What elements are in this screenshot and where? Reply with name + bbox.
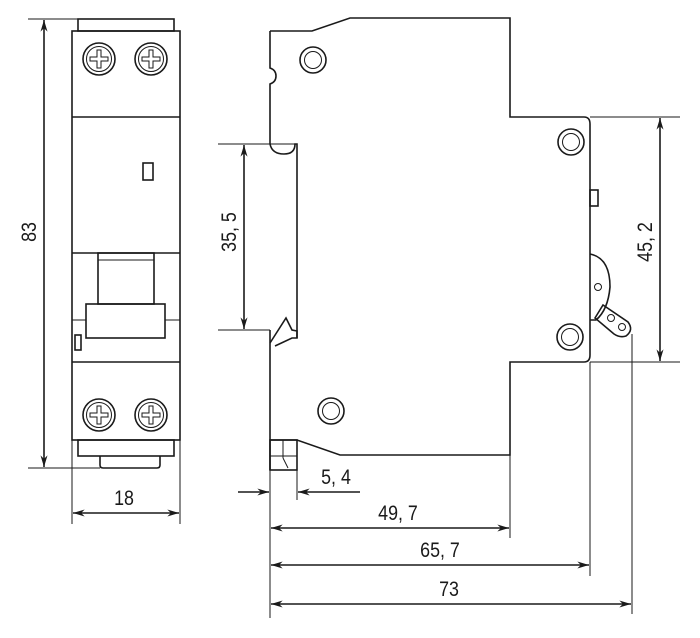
dimension-front-height: 45, 2	[590, 116, 680, 363]
screw-icon	[134, 398, 168, 432]
screw-icon	[82, 398, 116, 432]
rivet-icon	[317, 397, 345, 425]
dimension-height: 83	[18, 18, 100, 469]
dimension-label: 45, 2	[634, 222, 658, 262]
side-view	[269, 17, 632, 471]
front-view	[71, 18, 181, 469]
front-body	[71, 30, 181, 441]
dimension-label: 35, 5	[218, 212, 242, 252]
dimension-label: 5, 4	[321, 466, 351, 490]
handle-slot	[97, 252, 155, 305]
din-clip	[269, 316, 298, 347]
handle-pivot	[589, 253, 611, 321]
dimension-label: 65, 7	[420, 539, 460, 563]
side-outline	[270, 17, 591, 456]
screw-icon	[134, 42, 168, 76]
dimension-label: 49, 7	[378, 502, 418, 526]
dimension-label: 73	[439, 578, 459, 602]
extension-lines	[269, 334, 633, 618]
dimension-rail-offset: 5, 4	[238, 466, 360, 496]
rivet-icon	[299, 46, 327, 74]
test-button	[74, 334, 82, 351]
indicator-window	[142, 162, 154, 181]
bottom-clip	[77, 439, 175, 457]
dimension-depth-handle: 65, 7	[270, 539, 589, 569]
dimension-depth-total: 73	[270, 578, 631, 608]
toggle-lever	[85, 303, 166, 339]
dimension-label: 18	[114, 487, 134, 511]
dimension-width: 18	[71, 440, 181, 524]
rivet-icon	[556, 323, 584, 351]
top-cap	[77, 18, 175, 32]
handle-lever	[593, 303, 632, 338]
dimension-label: 83	[18, 222, 42, 242]
dimension-depth-front: 49, 7	[270, 502, 510, 532]
screw-icon	[82, 42, 116, 76]
dimension-din-rail: 35, 5	[218, 143, 270, 331]
rivet-icon	[557, 128, 585, 156]
